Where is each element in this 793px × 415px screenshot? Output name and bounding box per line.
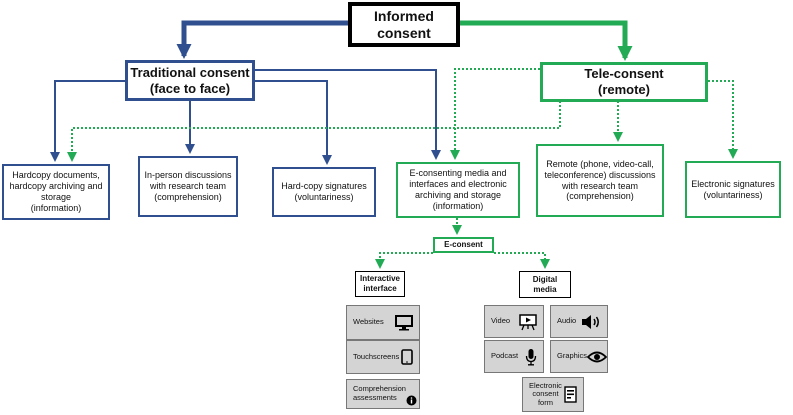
eye-icon [587,351,608,362]
tile-label: Websites [353,317,384,327]
video-board-icon [519,313,537,330]
arrow-tele-to-hardcopy [67,101,561,162]
remote-discussions-node: Remote (phone, video-call, teleconferenc… [536,144,664,217]
tile-label: Electronic [529,380,562,390]
leaf-line: teleconference) discussions [544,169,656,180]
tile-label: consent [532,389,559,399]
arrow-econsent-to-digital [494,252,550,269]
arrow-tele-to-econsenting [450,68,540,160]
leaf-line: with research team [561,180,639,191]
tile-label: form [537,397,553,407]
arrow-traditional-to-hardcopy [50,80,125,162]
leaf-line: E-consenting media and [409,168,507,179]
hard-copy-signatures-node: Hard-copy signatures (voluntariness) [272,167,376,217]
tile-comprehension-assessments: Comprehension assessments [346,379,420,409]
tablet-icon [401,349,413,365]
leaf-line: In-person discussions [144,170,232,181]
informed-consent-node: Informed consent [348,2,460,47]
arrow-root-to-traditional [176,20,348,59]
leaf-line: Electronic signatures [691,178,775,189]
traditional-consent-node: Traditional consent (face to face) [125,60,255,101]
hardcopy-documents-node: Hardcopy documents, hardcopy archiving a… [2,164,110,220]
leaf-line: (information) [30,202,82,213]
e-consent-label: E-consent [444,240,483,250]
leaf-line: (information) [432,200,484,211]
electronic-signatures-node: Electronic signatures (voluntariness) [685,161,781,218]
leaf-line: Remote (phone, video-call, [546,158,654,169]
tile-websites: Websites [346,305,420,340]
tile-label: assessments [353,393,397,402]
interactive-line2: interface [363,284,397,293]
tile-video: Video [484,305,544,338]
leaf-line: archiving and storage [414,190,502,200]
interactive-interface-node: Interactive interface [355,271,405,297]
leaf-line: Hardcopy documents, [12,170,100,181]
leaf-line: (comprehension) [566,191,634,202]
tile-graphics: Graphics [550,340,608,373]
arrow-econsent-to-interactive [375,252,433,269]
tile-label: Podcast [491,351,519,361]
speaker-icon [582,314,599,329]
tile-audio: Audio [550,305,608,338]
e-consenting-media-node: E-consenting media and interfaces and el… [396,162,520,218]
leaf-line: (voluntariness) [294,192,354,202]
tile-podcast: Podcast [484,340,544,373]
arrow-traditional-to-econsenting [255,69,441,160]
arrow-tele-to-esignatures [708,80,738,159]
leaf-line: hardcopy archiving and [9,181,103,192]
e-consent-node: E-consent [433,237,494,253]
tile-label: Comprehension [353,384,406,394]
digital-line2: media [533,284,557,294]
arrow-traditional-to-signatures [255,80,332,165]
leaf-line: Hard-copy signatures [281,181,367,192]
leaf-line: storage [40,192,72,202]
digital-media-node: Digital media [519,271,571,298]
interactive-line1: Interactive [359,274,401,284]
tele-title-line2: (remote) [597,82,650,97]
document-icon [564,386,577,403]
leaf-line: (comprehension) [154,191,222,202]
tile-electronic-consent-form: Electronic consent form [522,377,584,412]
digital-line1: Digital [532,274,558,284]
monitor-icon [395,314,413,330]
tile-touchscreens: Touchscreens [346,340,420,374]
traditional-title-line2: (face to face) [149,80,231,96]
arrow-root-to-tele [460,20,633,61]
traditional-title-line1: Traditional consent [130,64,250,80]
microphone-icon [525,348,537,365]
tile-label: Video [491,316,511,326]
info-icon [406,395,417,406]
leaf-line: with research team [149,181,226,192]
tele-title-line1: Tele-consent [584,66,664,82]
leaf-line: interfaces and electronic [409,179,507,190]
tile-label: Touchscreens [353,351,400,361]
tile-label: Graphics [557,351,588,361]
leaf-line: (voluntariness) [703,189,763,200]
in-person-discussions-node: In-person discussions with research team… [138,156,238,217]
tele-consent-node: Tele-consent (remote) [540,62,708,102]
informed-consent-line1: Informed [374,7,434,24]
tile-label: Audio [557,316,577,326]
informed-consent-line2: consent [377,24,431,41]
